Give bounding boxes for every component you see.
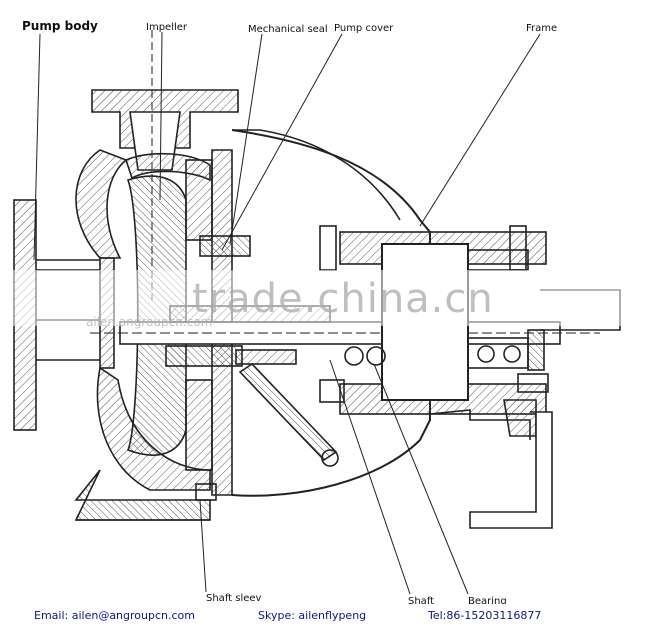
- label-impeller: Impeller: [146, 22, 188, 33]
- frame-outline: [231, 129, 431, 300]
- footer-email: Email: ailen@angroupcn.com: [34, 609, 195, 622]
- footer-skype: Skype: ailenflypeng: [258, 609, 367, 622]
- footer-tel: Tel:86-15203116877: [428, 609, 542, 622]
- label-shaft-sleeve: Shaft sleev: [206, 593, 262, 604]
- watermark-band: [0, 270, 652, 326]
- label-bearing: Bearing: [468, 596, 507, 607]
- label-shaft: Shaft: [408, 596, 435, 607]
- leader-lines: [33, 31, 541, 595]
- label-frame: Frame: [526, 23, 558, 34]
- label-pump-body: Pump body: [22, 19, 98, 33]
- frame-foot: [469, 411, 553, 529]
- watermark-main: trade.china.cn: [192, 276, 494, 322]
- label-pump-cover: Pump cover: [334, 23, 394, 34]
- footer-contact-bar: Email: ailen@angroupcn.com Skype: ailenf…: [0, 604, 652, 624]
- label-mechanical-seal: Mechanical seal: [248, 24, 328, 35]
- pump-body-upper: [75, 149, 128, 259]
- watermark-sub: ailen.angroupcn.com: [86, 315, 213, 329]
